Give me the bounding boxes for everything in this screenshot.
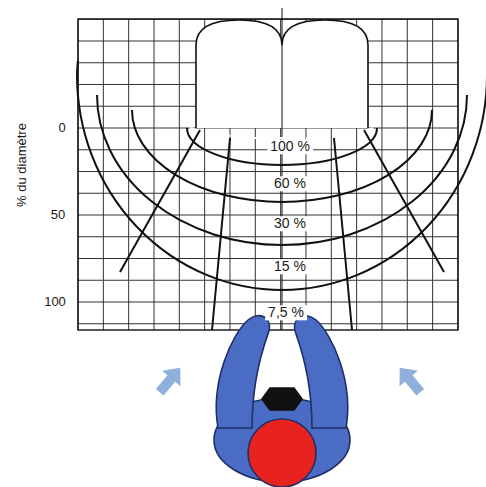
operator <box>214 316 350 487</box>
grid-line <box>78 193 458 194</box>
zone-line <box>334 138 352 330</box>
grid-line <box>78 302 458 303</box>
zone-curve <box>132 110 432 202</box>
grid <box>78 19 458 330</box>
grid-border <box>78 19 458 330</box>
operator-head <box>248 419 316 487</box>
grid-line <box>78 280 458 281</box>
grid-line <box>103 19 104 330</box>
tick-label: 50 <box>51 208 65 222</box>
grid-line <box>78 258 458 259</box>
arrow-shape <box>391 360 430 400</box>
zone-label: 7,5 % <box>265 305 307 320</box>
zone-line <box>212 138 230 330</box>
zone-label: 60 % <box>271 176 309 191</box>
camera <box>262 388 302 410</box>
grid-line <box>381 19 382 330</box>
grid-line <box>128 19 129 330</box>
zone-curve <box>77 60 486 290</box>
grid-line <box>78 215 458 216</box>
grid-line <box>153 19 154 330</box>
grid-line <box>432 19 433 330</box>
zone-curve <box>187 128 377 165</box>
zone-label: 15 % <box>271 259 309 274</box>
tick-label: 100 <box>44 295 66 309</box>
operator-arm <box>295 316 348 428</box>
zone-label: 100 % <box>267 139 313 154</box>
arrow-shape <box>151 360 190 400</box>
zone-curves <box>77 60 486 330</box>
zone-label: 30 % <box>271 216 309 231</box>
grid-line <box>78 171 458 172</box>
axis-line <box>282 8 283 330</box>
grid-line <box>407 19 408 330</box>
axis-title: % du diamètre <box>15 123 29 207</box>
zone-line <box>364 130 444 272</box>
grid-line <box>78 236 458 237</box>
dashed-edge <box>190 128 374 138</box>
tick-label: 0 <box>58 121 65 135</box>
grid-line <box>179 19 180 330</box>
zone-line <box>120 130 200 272</box>
zone-curve <box>97 95 467 245</box>
operator-arm <box>216 316 269 428</box>
arrow <box>151 360 190 400</box>
arrow <box>391 360 430 400</box>
